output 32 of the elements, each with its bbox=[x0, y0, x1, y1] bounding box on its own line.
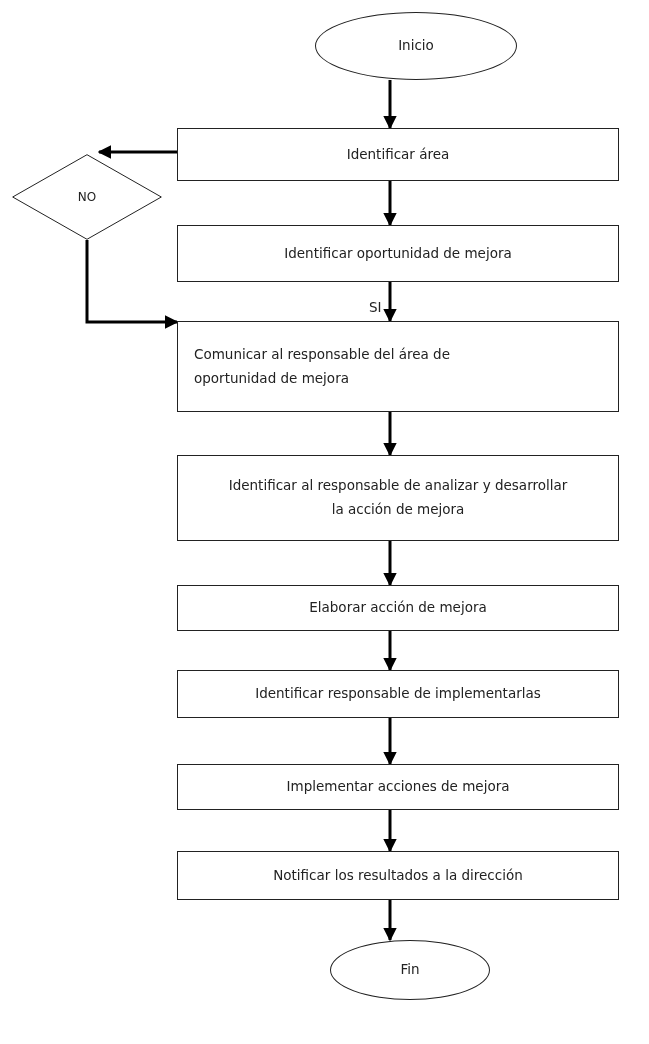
arrow bbox=[383, 631, 397, 672]
step-text: Identificar al responsable de analizar y desarrollar la acción de mejora bbox=[228, 476, 568, 519]
step-text: NO bbox=[77, 188, 97, 206]
process-box bbox=[177, 851, 619, 900]
arrow bbox=[383, 810, 397, 853]
arrow bbox=[383, 282, 397, 323]
arrow bbox=[383, 718, 397, 766]
step-text: Identificar oportunidad de mejora bbox=[284, 243, 512, 263]
arrow bbox=[383, 900, 397, 942]
arrow bbox=[383, 181, 397, 227]
step-text: Inicio bbox=[398, 36, 434, 56]
process-box bbox=[177, 764, 619, 810]
step-text: Notificar los resultados a la dirección bbox=[273, 865, 523, 885]
process-box bbox=[177, 585, 619, 631]
arrow bbox=[383, 412, 397, 457]
edge-label: SI bbox=[368, 299, 383, 315]
step-text: Identificar área bbox=[346, 144, 450, 164]
process-box bbox=[177, 225, 619, 282]
arrow bbox=[85, 240, 179, 329]
process-box bbox=[177, 128, 619, 181]
arrow bbox=[383, 541, 397, 587]
process-box bbox=[177, 455, 619, 541]
step-text: Identificar responsable de implementarlas bbox=[255, 684, 541, 704]
step-text: Implementar acciones de mejora bbox=[286, 777, 510, 797]
process-box bbox=[177, 670, 619, 718]
arrow bbox=[383, 80, 397, 130]
arrow bbox=[97, 145, 177, 159]
step-text: Comunicar al responsable del área de oportunidad de mejora bbox=[194, 344, 451, 388]
decision-diamond bbox=[12, 154, 162, 240]
step-text: Elaborar acción de mejora bbox=[309, 598, 487, 618]
process-box bbox=[177, 321, 619, 412]
step-text: Fin bbox=[400, 960, 420, 980]
